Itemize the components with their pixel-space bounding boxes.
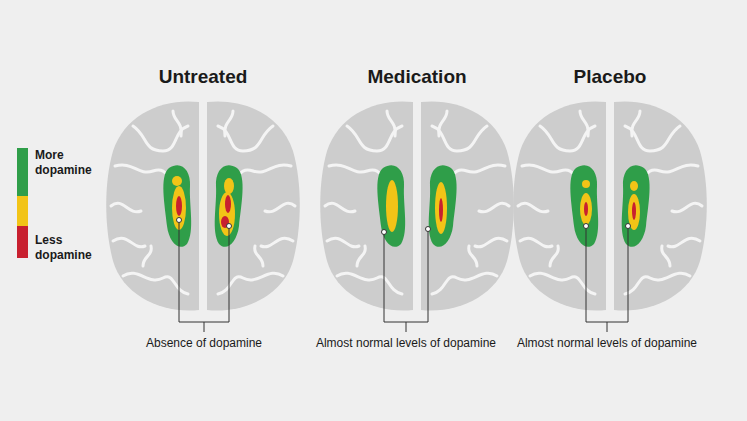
- panel-heading: Placebo: [574, 66, 647, 88]
- legend-label: Less dopamine: [35, 233, 97, 263]
- bracket-label: Almost normal levels of dopamine: [515, 336, 699, 350]
- bracket-label: Almost normal levels of dopamine: [314, 336, 498, 350]
- legend-swatch: [17, 226, 28, 258]
- panel-heading: Medication: [367, 66, 466, 88]
- panel-heading: Untreated: [159, 66, 248, 88]
- bracket-label: Absence of dopamine: [144, 336, 264, 350]
- legend-swatch: [17, 148, 28, 196]
- legend-label: More dopamine: [35, 148, 97, 178]
